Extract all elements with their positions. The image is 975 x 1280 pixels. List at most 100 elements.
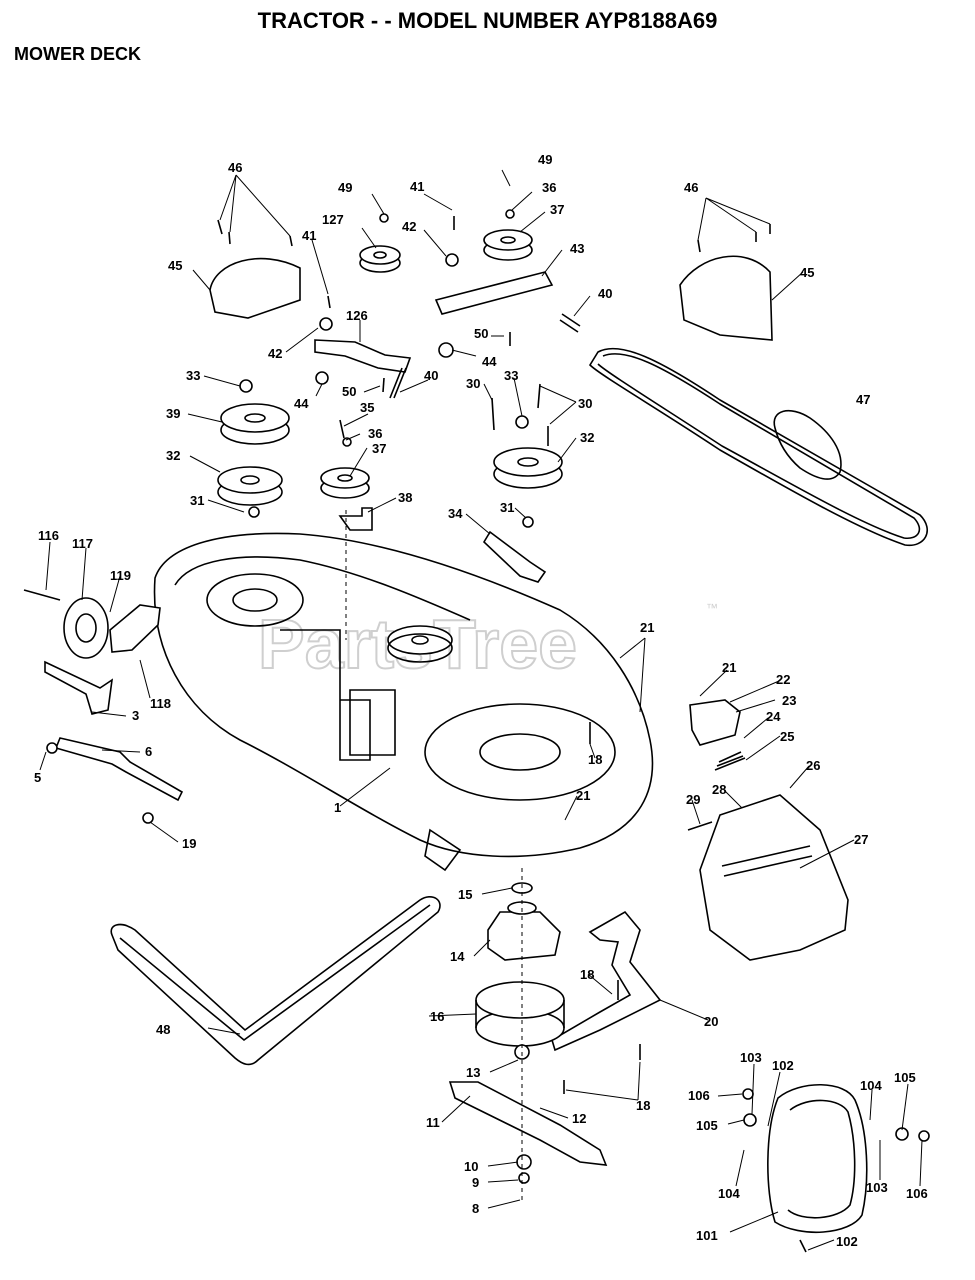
callout-10: 10 xyxy=(464,1159,478,1174)
callout-119: 119 xyxy=(110,568,131,583)
belt-47-loop-part xyxy=(773,409,842,480)
callout-46a: 46 xyxy=(228,160,242,175)
callout-45b: 45 xyxy=(800,265,814,280)
callout-36a: 36 xyxy=(368,426,382,441)
callout-29: 29 xyxy=(686,792,700,807)
callout-labels: 1 3 5 6 8 9 10 11 12 13 14 15 16 18 18 1… xyxy=(34,152,928,1249)
mulch-plate-101-part xyxy=(767,1083,868,1234)
callout-16: 16 xyxy=(430,1009,444,1024)
callout-42a: 42 xyxy=(268,346,282,361)
callout-18a: 18 xyxy=(588,752,602,767)
callout-31b: 31 xyxy=(500,500,514,515)
diagram-title: TRACTOR - - MODEL NUMBER AYP8188A69 xyxy=(257,8,718,33)
callout-45a: 45 xyxy=(168,258,182,273)
callout-44a: 44 xyxy=(294,396,309,411)
belt-48-part xyxy=(110,896,441,1066)
spindle-housing-14-part xyxy=(487,901,561,961)
pulley-39-part xyxy=(220,403,290,445)
callout-116: 116 xyxy=(38,528,59,543)
callout-40b: 40 xyxy=(598,286,612,301)
spring-25-part xyxy=(714,751,746,771)
callout-101: 101 xyxy=(696,1228,718,1243)
callout-104a: 104 xyxy=(860,1078,882,1093)
leader-lines xyxy=(39,169,923,1251)
callout-13: 13 xyxy=(466,1065,480,1080)
callout-18c: 18 xyxy=(636,1098,650,1113)
callout-47: 47 xyxy=(856,392,870,407)
callout-1: 1 xyxy=(334,800,341,815)
callout-26: 26 xyxy=(806,758,820,773)
callout-24: 24 xyxy=(766,709,781,724)
deck-idler-bracket-part xyxy=(387,625,453,663)
callout-12: 12 xyxy=(572,1111,586,1126)
callout-19: 19 xyxy=(182,836,196,851)
blade-11-part xyxy=(448,1081,608,1166)
callout-43: 43 xyxy=(570,241,584,256)
callout-27: 27 xyxy=(854,832,868,847)
arm-34-part xyxy=(482,530,547,583)
arm-20-part xyxy=(551,910,662,1052)
callout-11: 11 xyxy=(426,1115,440,1130)
belt-cover-45-right-part xyxy=(679,255,773,341)
callout-102b: 102 xyxy=(836,1234,858,1249)
pulley-32-right-part xyxy=(493,447,563,489)
link-6-part xyxy=(54,737,184,802)
callout-5: 5 xyxy=(34,770,41,785)
bracket-3-part xyxy=(44,660,114,715)
callout-6: 6 xyxy=(145,744,152,759)
gauge-wheel-117-part xyxy=(63,597,109,659)
belt-47-inner-part xyxy=(597,352,921,540)
bracket-22-part xyxy=(689,699,741,746)
callout-127: 127 xyxy=(322,212,344,227)
callout-39: 39 xyxy=(166,406,180,421)
callout-41b: 41 xyxy=(410,179,424,194)
callout-40a: 40 xyxy=(424,368,438,383)
callout-30b: 30 xyxy=(578,396,592,411)
callout-33a: 33 xyxy=(186,368,200,383)
bracket-119-part xyxy=(109,604,161,653)
chute-grille-part xyxy=(721,845,813,877)
callout-44b: 44 xyxy=(482,354,497,369)
callout-103a: 103 xyxy=(740,1050,762,1065)
callout-105b: 105 xyxy=(696,1118,718,1133)
callout-32a: 32 xyxy=(166,448,180,463)
callout-118: 118 xyxy=(150,696,171,711)
callout-31a: 31 xyxy=(190,493,204,508)
callout-48: 48 xyxy=(156,1022,170,1037)
callout-33b: 33 xyxy=(504,368,518,383)
callout-32b: 32 xyxy=(580,430,594,445)
callout-36b: 36 xyxy=(542,180,556,195)
watermark-tm: ™ xyxy=(706,601,718,615)
callout-23: 23 xyxy=(782,693,796,708)
callout-21a: 21 xyxy=(640,620,654,635)
callout-49b: 49 xyxy=(538,152,552,167)
callout-50b: 50 xyxy=(474,326,488,341)
callout-105a: 105 xyxy=(894,1070,916,1085)
callout-41a: 41 xyxy=(302,228,316,243)
pulley-37-right-part xyxy=(483,229,533,261)
callout-14: 14 xyxy=(450,949,465,964)
callout-25: 25 xyxy=(780,729,794,744)
callout-15: 15 xyxy=(458,887,472,902)
callout-37a: 37 xyxy=(372,441,386,456)
callout-21b: 21 xyxy=(722,660,736,675)
spring-40b-part xyxy=(559,313,581,333)
pulley-37-left-part xyxy=(320,467,370,499)
callout-106b: 106 xyxy=(906,1186,928,1201)
pulley-127-part xyxy=(359,245,401,273)
callout-37b: 37 xyxy=(550,202,564,217)
callout-3: 3 xyxy=(132,708,139,723)
callout-9: 9 xyxy=(472,1175,479,1190)
callout-42b: 42 xyxy=(402,219,416,234)
belt-cover-45-left-part xyxy=(209,257,301,319)
bracket-43-part xyxy=(434,271,554,315)
spring-40a-part xyxy=(389,367,407,399)
callout-34: 34 xyxy=(448,506,463,521)
pulley-32-left-part xyxy=(217,466,283,506)
belt-48-inner-part xyxy=(119,904,431,1042)
mower-deck-part xyxy=(153,532,654,872)
discharge-chute-27-part xyxy=(699,794,849,961)
callout-30a: 30 xyxy=(466,376,480,391)
callout-103b: 103 xyxy=(866,1180,888,1195)
